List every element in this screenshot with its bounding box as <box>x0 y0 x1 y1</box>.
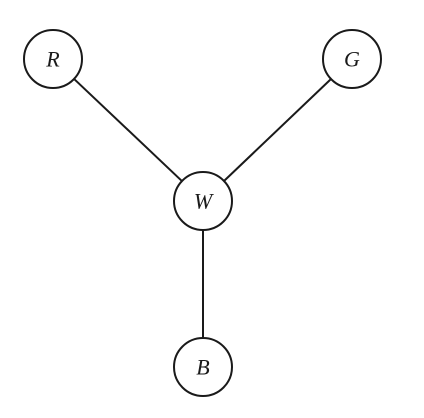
node-label-r: R <box>45 47 60 72</box>
node-circle-g <box>322 29 382 89</box>
node-circle-w <box>173 171 233 231</box>
graph-edges <box>73 78 332 338</box>
node-r: R <box>23 29 83 89</box>
edge-r-w <box>73 78 183 182</box>
node-label-g: G <box>344 47 360 72</box>
node-g: G <box>322 29 382 89</box>
edge-g-w <box>223 78 332 182</box>
node-b: B <box>173 337 233 397</box>
node-label-b: B <box>196 355 209 380</box>
node-circle-r <box>23 29 83 89</box>
node-w: W <box>173 171 233 231</box>
node-circle-b <box>173 337 233 397</box>
graph-nodes: R G W B <box>23 29 382 397</box>
node-label-w: W <box>194 189 214 214</box>
